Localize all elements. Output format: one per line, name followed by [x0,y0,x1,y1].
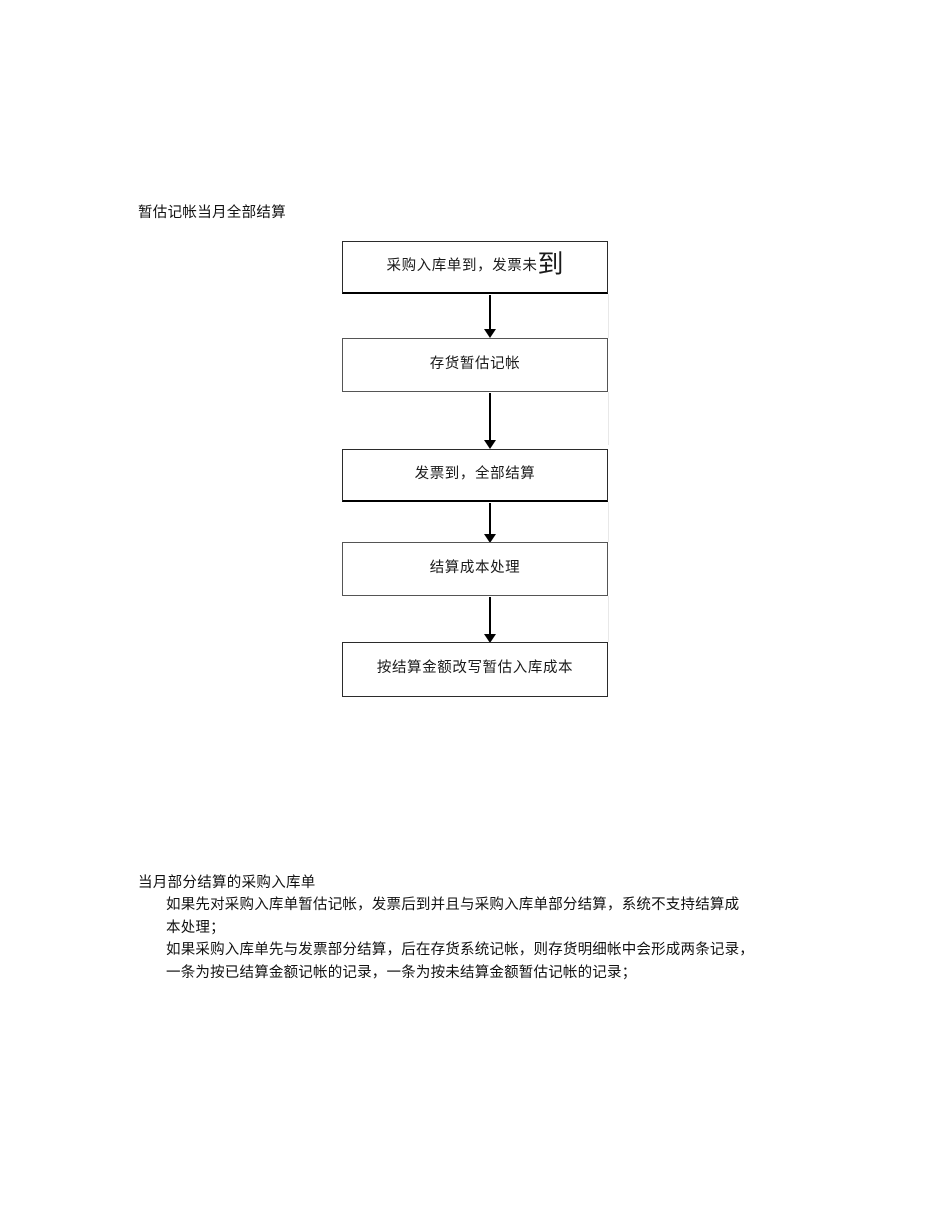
flowchart-title: 暂估记帐当月全部结算 [138,205,286,221]
flow-node-label-main: 发票到，全部结算 [414,466,536,482]
notes-line: 如果先对采购入库单暂估记帐，发票后到并且与采购入库单部分结算，系统不支持结算成 [166,897,740,913]
faint-vertical-rule [608,596,609,642]
faint-vertical-rule [608,502,609,542]
flow-arrow-down-icon [484,393,496,449]
notes-section: 当月部分结算的采购入库单 如果先对采购入库单暂估记帐，发票后到并且与采购入库单部… [138,872,858,984]
flow-node-rewrite-cost[interactable]: 按结算金额改写暂估入库成本 [342,642,608,697]
notes-heading: 当月部分结算的采购入库单 [138,875,316,891]
flow-node-label: 发票到，全部结算 [343,464,607,484]
flow-node-label-tail-oversized: 到 [537,250,564,280]
flow-node-invoice-full-settle[interactable]: 发票到，全部结算 [342,449,608,502]
faint-vertical-rule [608,392,609,445]
flow-node-label-main: 存货暂估记帐 [429,356,521,372]
flow-node-label: 采购入库单到，发票未到 [343,252,607,278]
flow-arrow-down-icon [484,503,496,543]
flow-node-label: 结算成本处理 [343,558,607,578]
notes-line: 如果采购入库单先与发票部分结算，后在存货系统记帐，则存货明细帐中会形成两条记录， [166,942,754,958]
flow-node-label-main: 采购入库单到，发票未 [386,258,538,274]
flow-node-inventory-estimate[interactable]: 存货暂估记帐 [342,338,608,392]
flow-node-label: 按结算金额改写暂估入库成本 [343,658,607,678]
flow-node-purchase-receipt[interactable]: 采购入库单到，发票未到 [342,241,608,294]
flow-node-settle-cost-process[interactable]: 结算成本处理 [342,542,608,596]
flow-node-label-main: 按结算金额改写暂估入库成本 [376,660,574,676]
flow-node-label-main: 结算成本处理 [429,560,521,576]
flow-arrow-down-icon [484,295,496,338]
flow-node-label: 存货暂估记帐 [343,354,607,374]
notes-line: 本处理； [166,919,225,936]
notes-line: 一条为按已结算金额记帐的记录，一条为按未结算金额暂估记帐的记录； [166,964,637,981]
faint-vertical-rule [608,294,609,338]
notes-body: 如果先对采购入库单暂估记帐，发票后到并且与采购入库单部分结算，系统不支持结算成 … [166,894,858,984]
flow-arrow-down-icon [484,597,496,643]
